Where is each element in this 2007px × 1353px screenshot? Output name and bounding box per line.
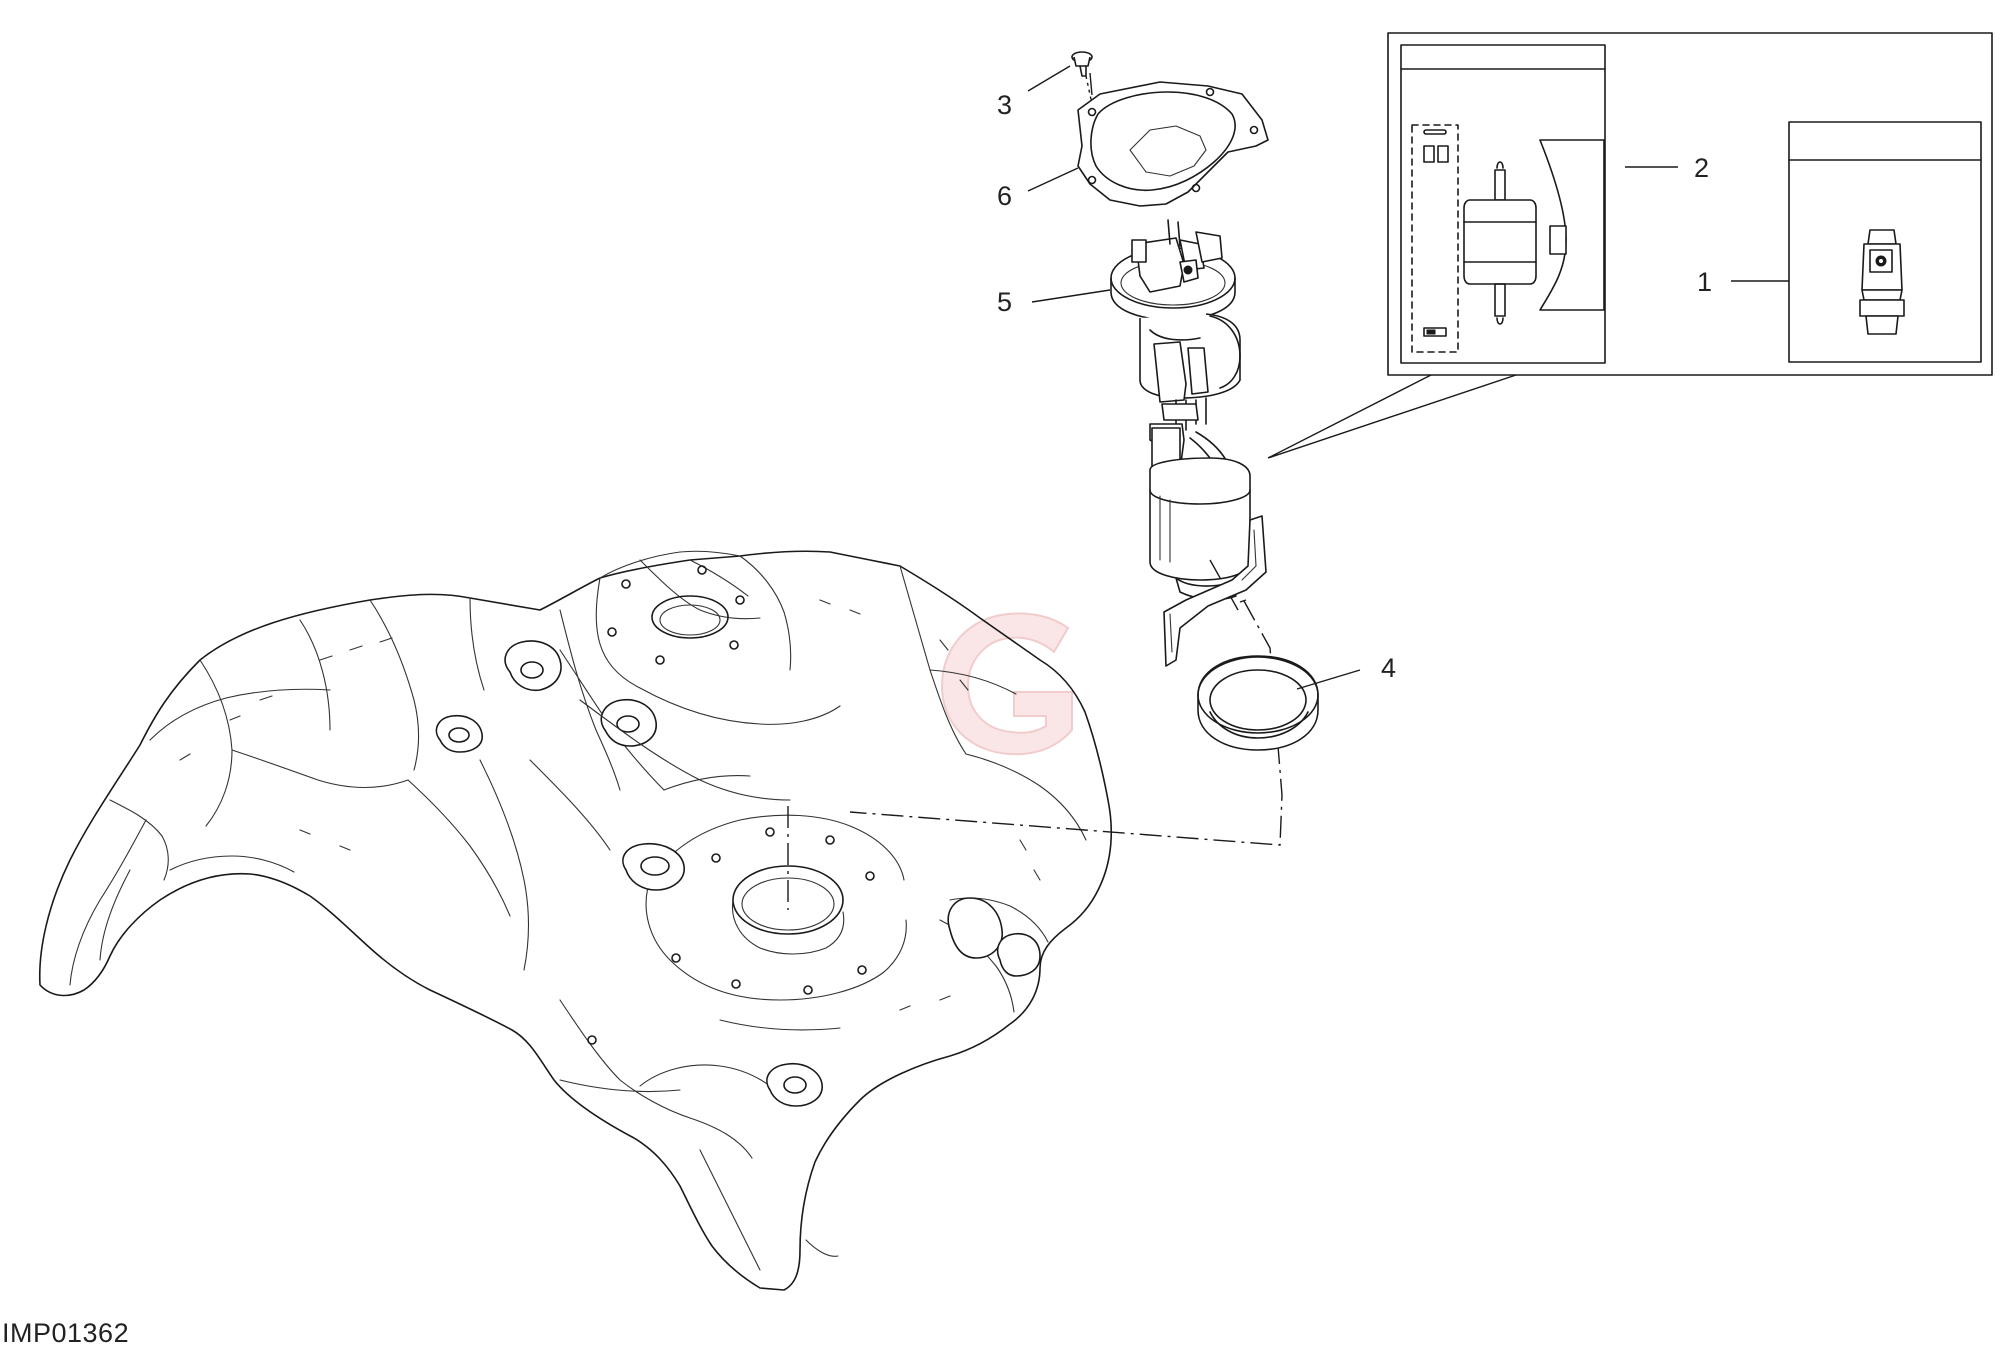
callout-5: 5	[997, 287, 1012, 317]
seal-ring	[1197, 655, 1319, 751]
callout-6: 6	[997, 181, 1012, 211]
leader-lines	[1027, 65, 1789, 690]
flange-ring	[1077, 81, 1269, 207]
fuel-pump-assembly	[1110, 219, 1267, 667]
drawing-id: IMP01362	[2, 1318, 130, 1348]
fuel-filter-kit-panel	[1400, 44, 1606, 364]
callout-4: 4	[1381, 653, 1396, 683]
callout-2: 2	[1694, 153, 1709, 183]
tank-mount-bosses	[435, 640, 823, 1107]
fuel-tank	[38, 550, 1113, 1291]
callout-3: 3	[997, 90, 1012, 120]
detail-inset	[1267, 32, 1993, 459]
watermark-logo	[940, 612, 1073, 756]
pressure-regulator-panel	[1788, 121, 1982, 363]
tank-bolt-holes	[587, 565, 875, 1045]
callout-labels: 3 6 5 4 2 1	[997, 90, 1712, 683]
callout-1: 1	[1697, 267, 1712, 297]
screw	[1071, 51, 1093, 105]
